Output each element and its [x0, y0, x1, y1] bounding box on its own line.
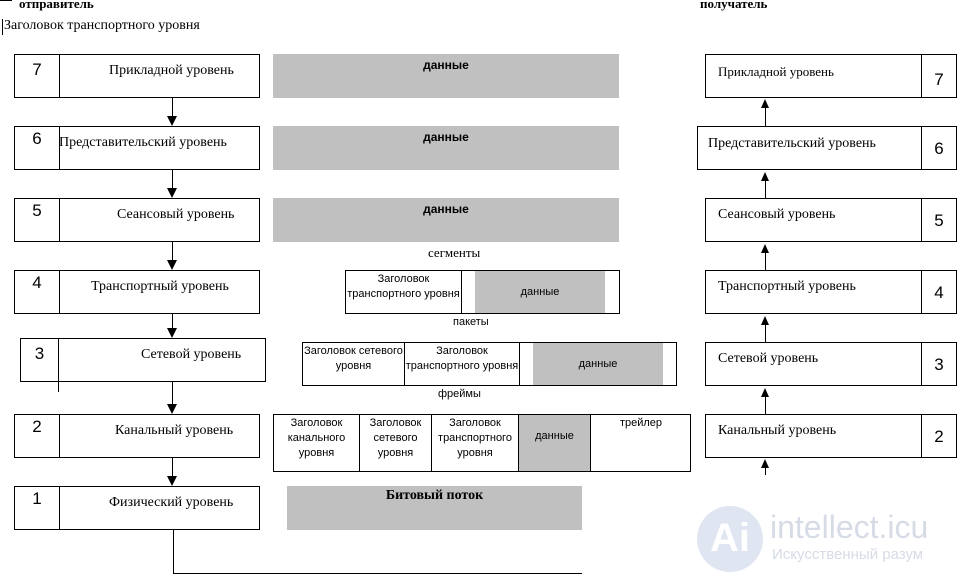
- layer-number: 2: [15, 415, 60, 457]
- physical-link-line: [173, 573, 582, 574]
- layer-label: Физический уровень: [109, 495, 234, 510]
- caption-packets: пакеты: [453, 316, 489, 328]
- down-arrow-line: [172, 314, 173, 330]
- sender-layer-6: 6 Представительский уровень: [14, 126, 260, 170]
- down-arrow-line: [172, 170, 173, 190]
- down-arrow-line: [172, 458, 173, 478]
- physical-link-line: [173, 530, 174, 574]
- sender-header: отправитель: [19, 0, 94, 11]
- caption-frames: фреймы: [438, 388, 481, 400]
- sender-layer-5: 5 Сеансовый уровень: [14, 198, 260, 242]
- layer-number: 7: [15, 55, 60, 97]
- up-arrow-line: [765, 180, 766, 198]
- watermark-logo-icon: Ai: [697, 506, 763, 572]
- up-arrow-icon: [761, 99, 769, 108]
- frame-transport-header: Заголовок транспортного уровня: [432, 415, 519, 471]
- watermark-logo-letter: Ai: [710, 516, 750, 560]
- down-arrow-icon: [167, 188, 177, 198]
- layer-label: Представительский уровень: [59, 135, 227, 150]
- down-arrow-icon: [167, 476, 177, 486]
- packet-data: данные: [533, 343, 663, 385]
- receiver-layer-7: Прикладной уровень 7: [705, 54, 957, 98]
- packet-transport-header: Заголовок транспортного уровня: [405, 343, 520, 385]
- down-arrow-line: [172, 382, 173, 406]
- up-arrow-line: [765, 324, 766, 342]
- up-arrow-icon: [761, 172, 769, 181]
- layer-label: Сеансовый уровень: [117, 207, 235, 222]
- sender-layer-2: 2 Канальный уровень: [14, 414, 260, 458]
- link-frame: Заголовок канального уровня Заголовок се…: [273, 414, 691, 472]
- down-arrow-icon: [167, 328, 177, 338]
- layer-number: 6: [921, 127, 956, 169]
- layer-number: 2: [921, 415, 956, 457]
- bitstream-block: Битовый поток: [287, 486, 582, 530]
- sender-layer-4: 4 Транспортный уровень: [14, 270, 260, 314]
- up-arrow-line: [765, 396, 766, 414]
- frame-network-header: Заголовок сетевого уровня: [360, 415, 432, 471]
- text-cursor: [2, 19, 3, 35]
- layer-label: Канальный уровень: [115, 423, 234, 438]
- layer-label: Сеансовый уровень: [718, 207, 836, 222]
- layer-number: 7: [921, 55, 956, 97]
- packet-network-header: Заголовок сетевого уровня: [303, 343, 405, 385]
- layer-label: Транспортный уровень: [91, 279, 229, 294]
- layer-label: Канальный уровень: [718, 423, 837, 438]
- layer-label: Сетевой уровень: [718, 351, 819, 366]
- receiver-layer-6: Представительский уровень 6: [697, 126, 957, 170]
- frame-data: данные: [519, 415, 591, 471]
- layer-number: 3: [921, 343, 956, 385]
- top-left-dash: [0, 0, 12, 1]
- data-block-l6: данные: [273, 126, 619, 170]
- segment-transport-header: Заголовок транспортного уровня: [346, 271, 462, 313]
- layer-label: Представительский уровень: [708, 136, 876, 151]
- up-arrow-line: [765, 252, 766, 270]
- up-arrow-icon: [761, 316, 769, 325]
- sender-layer-1: 1 Физический уровень: [14, 486, 260, 530]
- caption-segments: сегменты: [428, 245, 481, 260]
- data-block-l7: данные: [273, 54, 619, 98]
- layer-number: 1: [15, 487, 60, 529]
- watermark-title: intellect.icu: [770, 509, 929, 545]
- sender-layer-3: 3 Сетевой уровень: [20, 338, 266, 392]
- sender-layer-7: 7 Прикладной уровень: [14, 54, 260, 98]
- frame-trailer: трейлер: [619, 417, 663, 429]
- down-arrow-icon: [167, 116, 177, 126]
- down-arrow-line: [172, 98, 173, 118]
- down-arrow-line: [172, 242, 173, 262]
- up-arrow-icon: [761, 459, 769, 468]
- down-arrow-icon: [167, 260, 177, 270]
- subtitle: Заголовок транспортного уровня: [4, 18, 200, 33]
- layer-label: Транспортный уровень: [718, 279, 856, 294]
- segment-frame: Заголовок транспортного уровня данные: [345, 270, 620, 314]
- watermark-subtitle: Искусственный разум: [772, 546, 924, 563]
- receiver-layer-2: Канальный уровень 2: [705, 414, 957, 458]
- layer-number: 5: [921, 199, 956, 241]
- frame-link-header: Заголовок канального уровня: [274, 415, 360, 471]
- layer-number: 3: [21, 339, 59, 392]
- layer-label: Сетевой уровень: [141, 347, 242, 362]
- layer-number: 4: [15, 271, 60, 313]
- segment-data: данные: [475, 271, 605, 313]
- up-arrow-icon: [761, 388, 769, 397]
- receiver-layer-4: Транспортный уровень 4: [705, 270, 957, 314]
- layer-label: Прикладной уровень: [718, 64, 834, 79]
- up-arrow-line: [765, 107, 766, 126]
- up-arrow-icon: [761, 244, 769, 253]
- layer-number: 5: [15, 199, 60, 241]
- receiver-header: получатель: [700, 0, 768, 11]
- layer-number: 4: [921, 271, 956, 313]
- receiver-layer-3: Сетевой уровень 3: [705, 342, 957, 386]
- up-arrow-line: [765, 467, 766, 475]
- layer-label: Прикладной уровень: [109, 63, 234, 78]
- data-block-l5: данные: [273, 198, 619, 242]
- down-arrow-icon: [167, 404, 177, 414]
- layer-number: 6: [15, 127, 60, 169]
- receiver-layer-5: Сеансовый уровень 5: [705, 198, 957, 242]
- packet-frame: Заголовок сетевого уровня Заголовок тран…: [302, 342, 677, 386]
